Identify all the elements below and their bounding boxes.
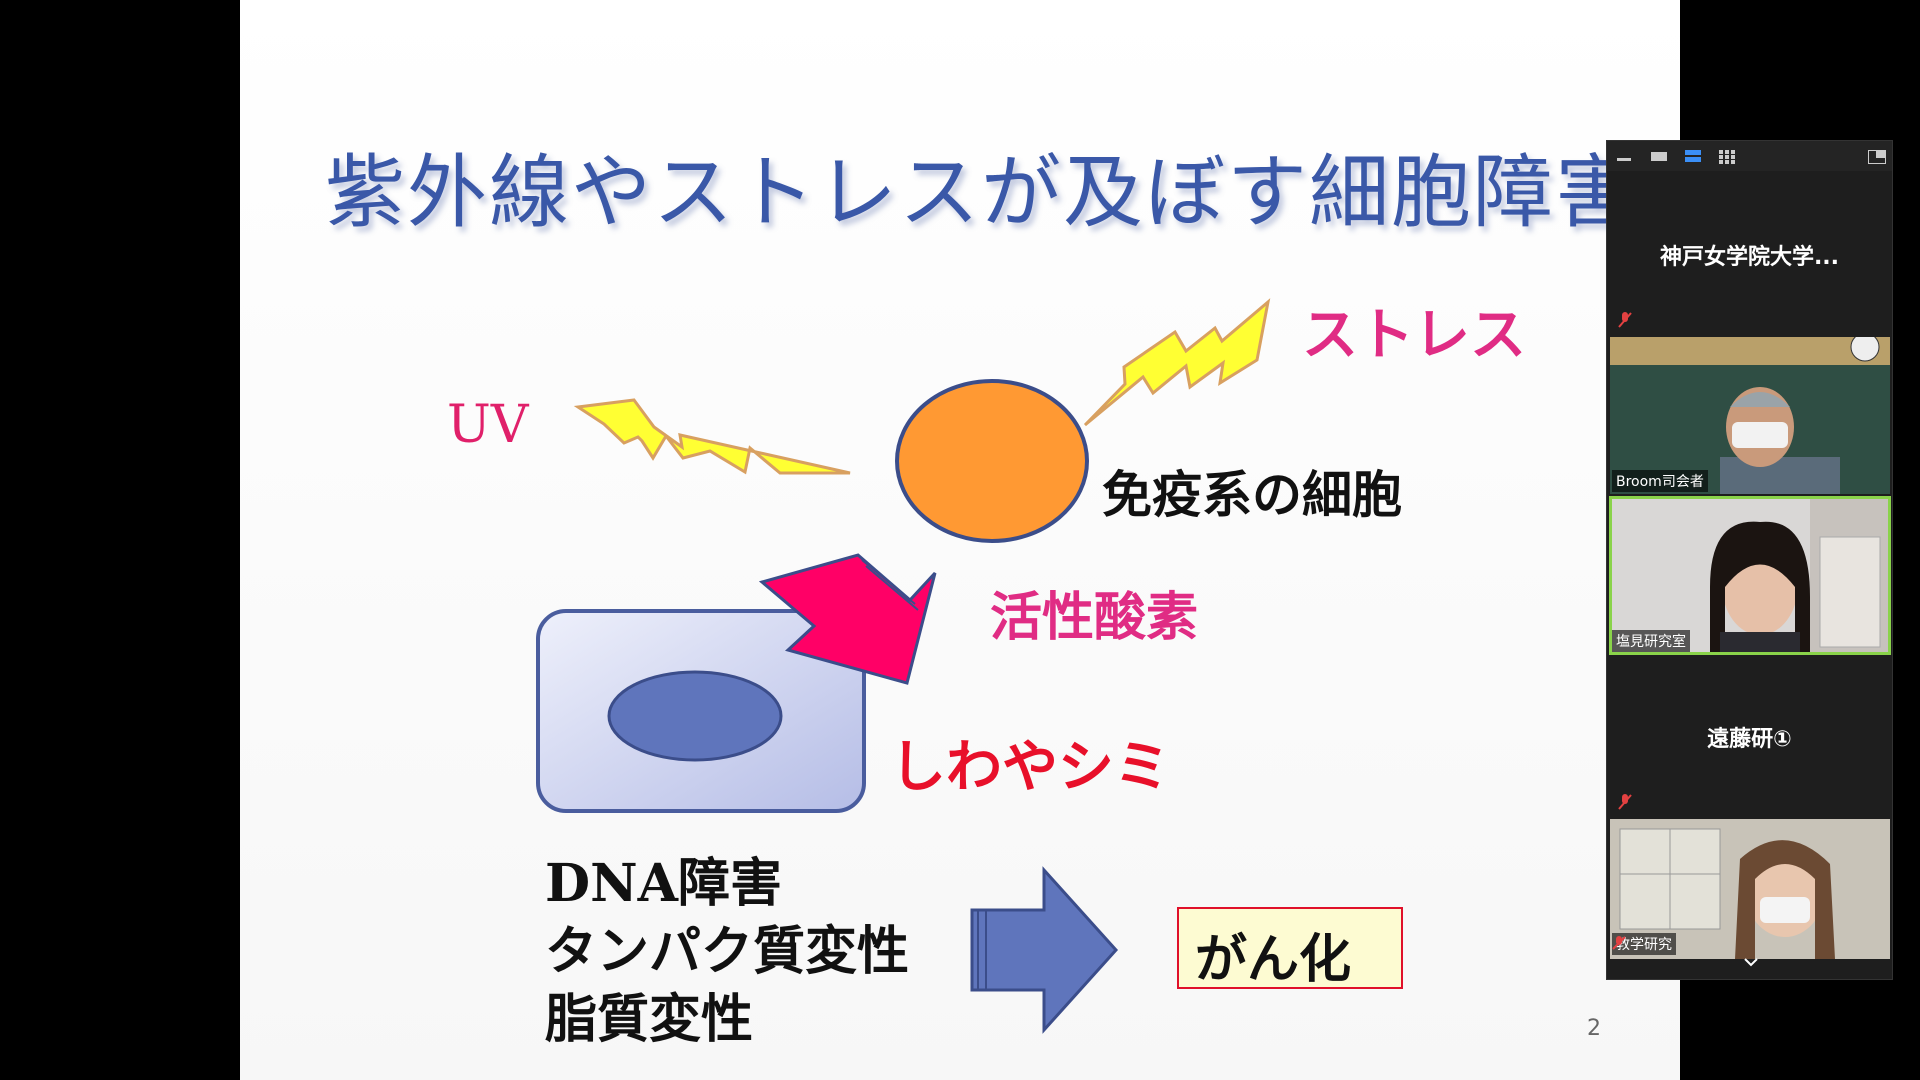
- exit-fullscreen-icon[interactable]: [1868, 149, 1886, 164]
- participant-video-feed: [1610, 497, 1890, 654]
- speaker-view-icon[interactable]: [1685, 149, 1701, 163]
- damage-list: DNA障害 タンパク質変性 脂質変性: [545, 850, 909, 1054]
- muted-mic-icon: [1617, 311, 1633, 329]
- participant-video-feed: [1610, 819, 1890, 959]
- minimize-icon[interactable]: [1617, 149, 1633, 163]
- participant-name: 神戸女学院大学...: [1659, 245, 1840, 270]
- participant-video-tile[interactable]: 教学研究: [1610, 819, 1890, 959]
- progression-arrow: [970, 866, 1119, 1034]
- participant-name: 教学研究: [1612, 933, 1676, 955]
- wrinkle-spot-label: しわやシミ: [890, 734, 1170, 800]
- page-number: 2: [1587, 1016, 1601, 1041]
- participant-name: Broom司会者: [1612, 470, 1708, 492]
- reactive-oxygen-label: 活性酸素: [990, 587, 1199, 648]
- gallery-view-icon[interactable]: [1719, 149, 1735, 164]
- presentation-slide: 紫外線やストレスが及ぼす細胞障害 UV ストレス 免疫系の細胞 活性酸素 しわや…: [240, 0, 1680, 1080]
- slide-title: 紫外線やストレスが及ぼす細胞障害: [325, 146, 1637, 239]
- damage-item: DNA障害: [545, 853, 782, 914]
- damage-item: 脂質変性: [545, 989, 754, 1050]
- immune-cell-label: 免疫系の細胞: [1102, 465, 1402, 524]
- participant-name: 塩見研究室: [1612, 630, 1690, 652]
- participant-name: 遠藤研①: [1707, 727, 1792, 752]
- uv-lightning-bolt: [573, 398, 851, 475]
- participant-gallery-panel: 神戸女学院大学... Broom司会者 塩見研究室 遠藤研①: [1606, 140, 1893, 980]
- muted-mic-icon: [1612, 935, 1626, 955]
- gallery-toolbar: [1607, 141, 1892, 171]
- stress-lightning-bolt: [1083, 298, 1271, 427]
- participant-video-feed: [1610, 337, 1890, 494]
- cancer-box: がん化: [1177, 907, 1403, 990]
- participant-video-tile[interactable]: Broom司会者: [1610, 337, 1890, 494]
- cell-nucleus: [607, 670, 783, 762]
- uv-label: UV: [447, 395, 529, 455]
- slide-diagram: [536, 298, 1271, 1034]
- stress-label: ストレス: [1302, 303, 1526, 368]
- cancer-label: がん化: [1195, 929, 1352, 990]
- immune-cell-circle: [895, 379, 1089, 543]
- damage-item: タンパク質変性: [545, 921, 910, 982]
- hide-icon[interactable]: [1651, 149, 1667, 163]
- muted-mic-icon: [1617, 793, 1633, 811]
- active-speaker-tile[interactable]: 塩見研究室: [1609, 496, 1891, 655]
- chevron-down-icon[interactable]: [1743, 953, 1759, 967]
